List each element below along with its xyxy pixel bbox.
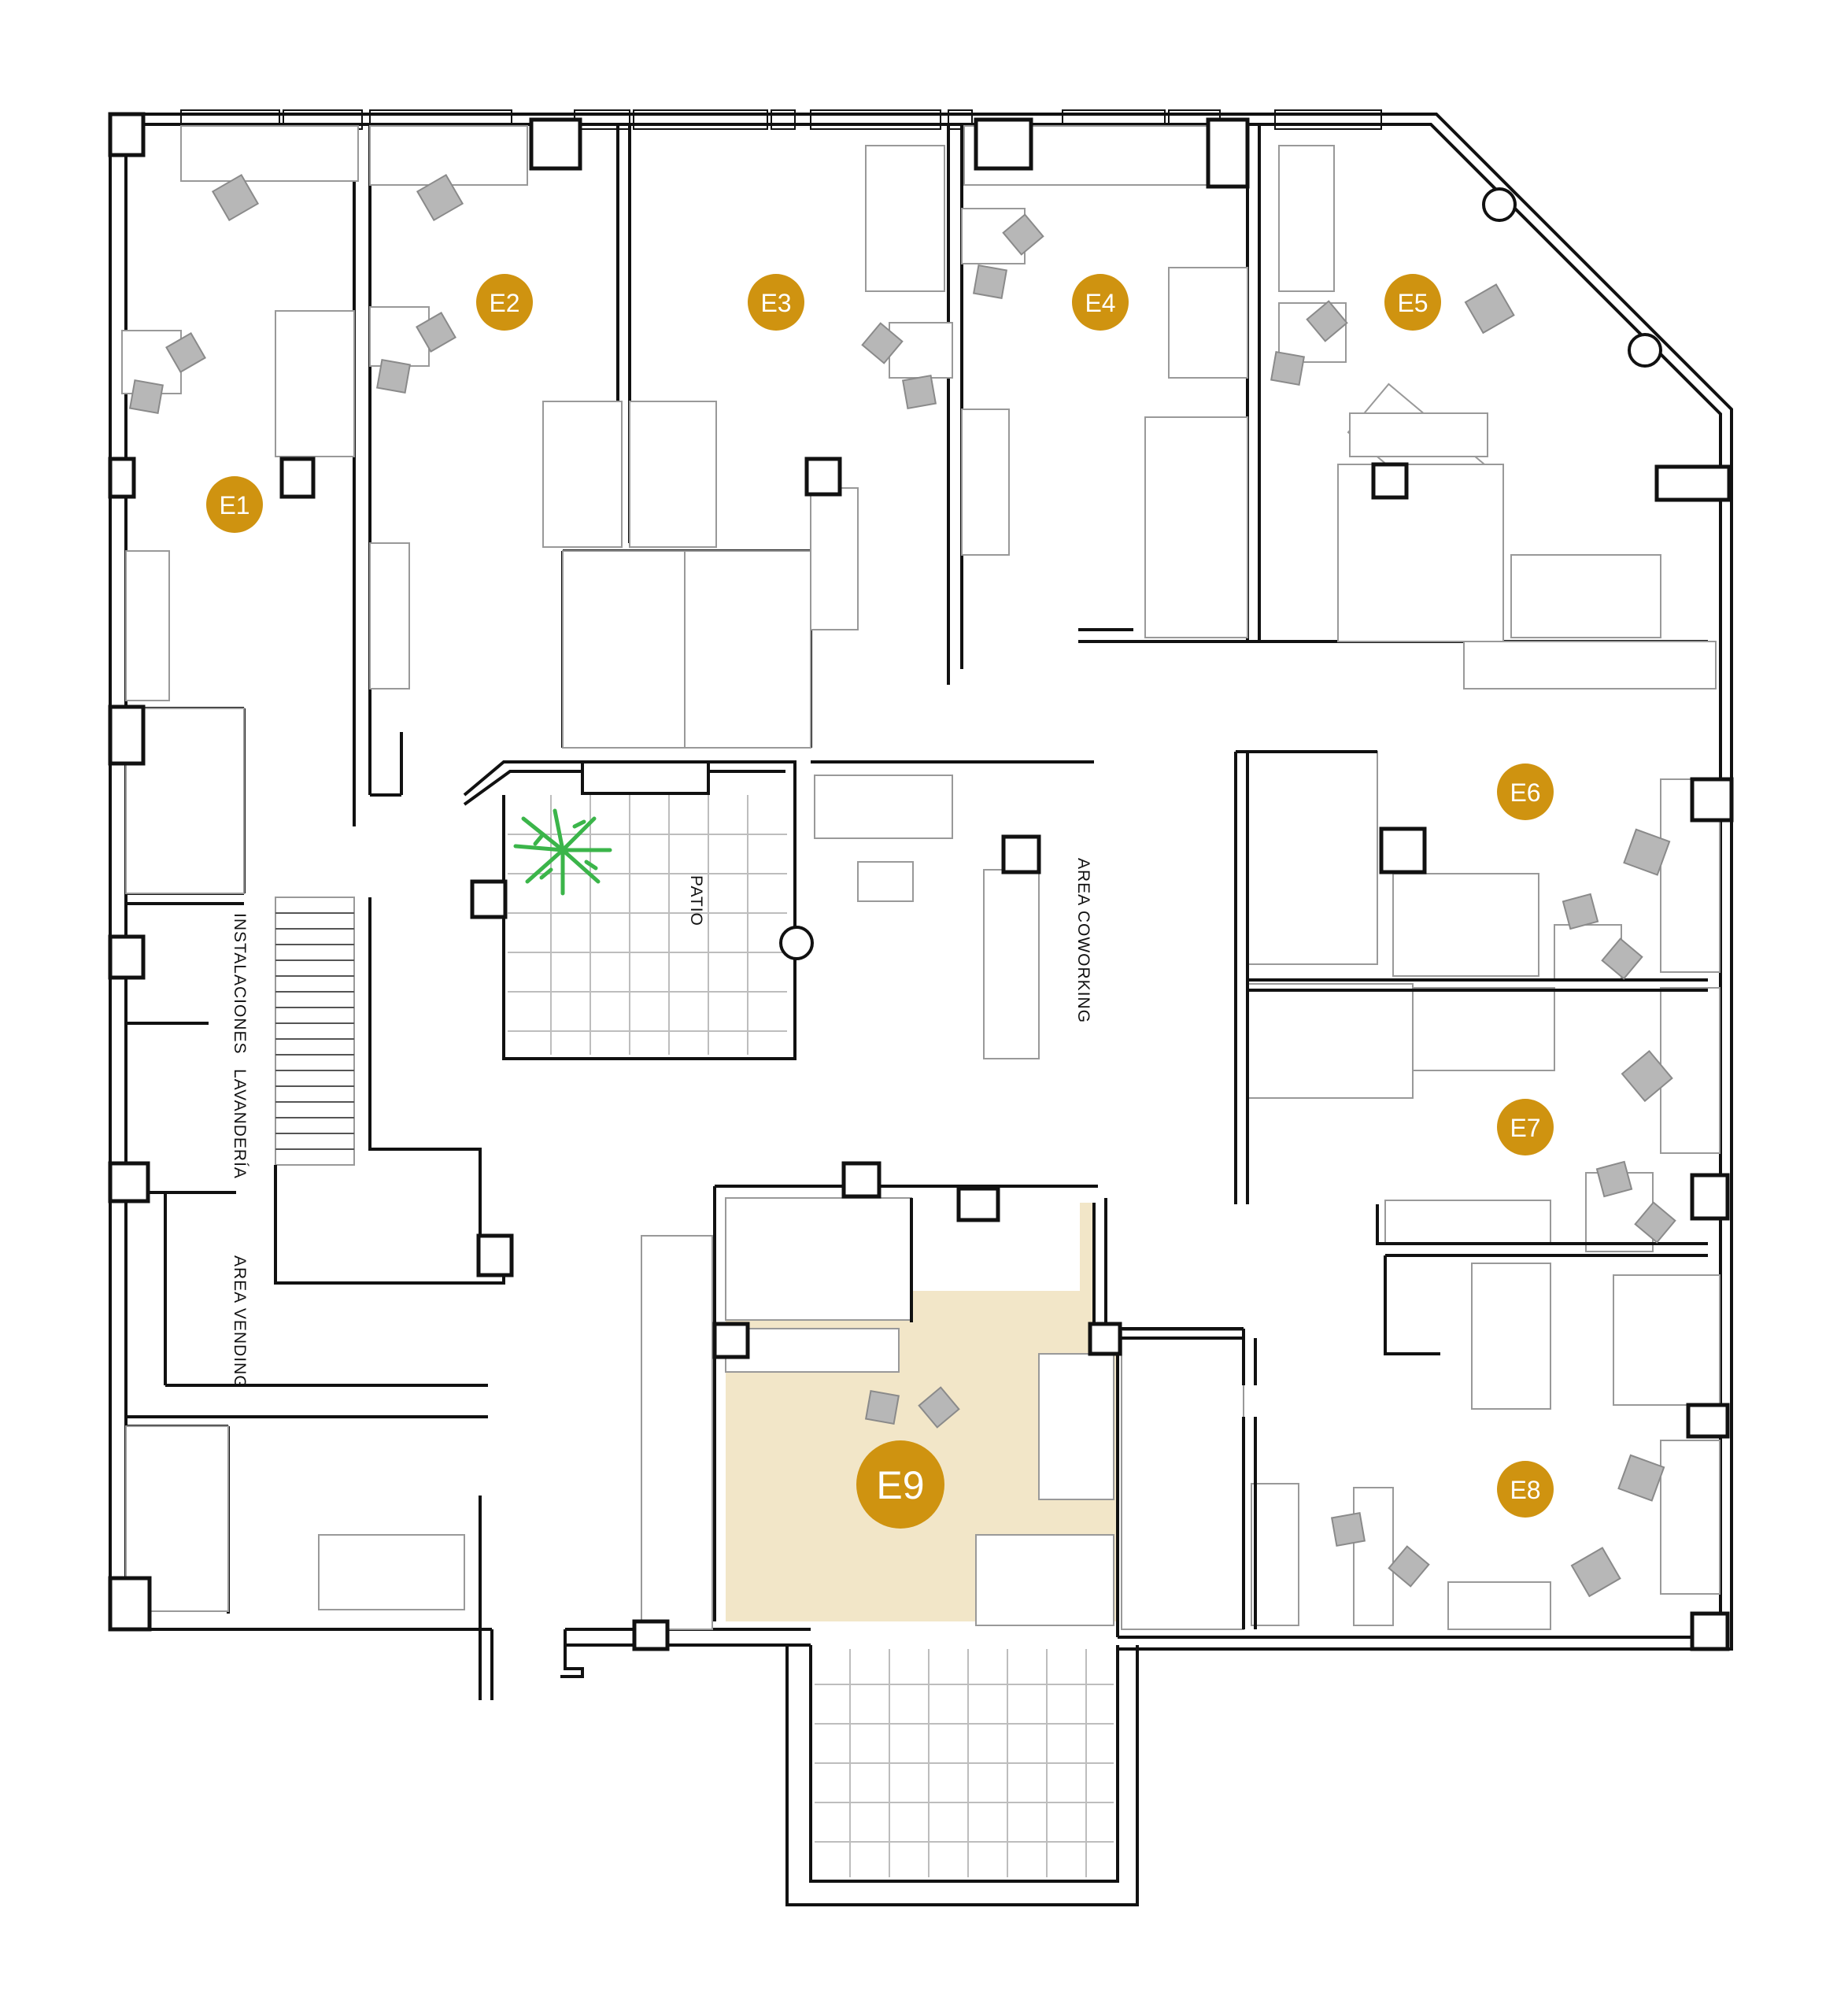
unit-badge-e9[interactable]: E9: [856, 1440, 944, 1529]
patio: [463, 760, 796, 1060]
unit-label-e9: E9: [876, 1463, 924, 1507]
unit-badge-e2[interactable]: E2: [476, 274, 533, 331]
unit-badge-e5[interactable]: E5: [1384, 274, 1441, 331]
unit-label-e8: E8: [1510, 1476, 1540, 1504]
unit-badge-e3[interactable]: E3: [748, 274, 804, 331]
label-instalaciones: INSTALACIONES: [231, 913, 249, 1054]
unit-label-e6: E6: [1510, 778, 1540, 807]
e9-balcony: [785, 1645, 1139, 1906]
area-labels: PATIO AREA COWORKING INSTALACIONES LAVAN…: [231, 858, 1092, 1389]
stairs: [274, 897, 505, 1285]
label-area-vending: AREA VENDING: [231, 1255, 249, 1389]
unit-label-e7: E7: [1510, 1114, 1540, 1142]
unit-badge-e8[interactable]: E8: [1497, 1461, 1554, 1518]
east-walls: [713, 750, 1708, 1637]
unit-label-e2: E2: [489, 289, 519, 317]
palm-plant: [513, 808, 612, 896]
round-columns: [779, 187, 1662, 960]
unit-label-e3: E3: [760, 289, 791, 317]
unit-label-e1: E1: [219, 491, 249, 519]
unit-badge-e6[interactable]: E6: [1497, 763, 1554, 820]
unit-badge-e4[interactable]: E4: [1072, 274, 1129, 331]
unit-label-e4: E4: [1085, 289, 1115, 317]
kitchenettes: [125, 409, 1717, 1626]
chairs: [128, 173, 1676, 1598]
label-area-coworking: AREA COWORKING: [1074, 858, 1092, 1023]
coworking-furniture: [811, 760, 1094, 1059]
columns: [108, 112, 1734, 1651]
label-patio: PATIO: [687, 875, 705, 926]
unit-badge-e1[interactable]: E1: [206, 476, 263, 533]
unit-label-e5: E5: [1397, 289, 1428, 317]
bathrooms: [125, 416, 1504, 1630]
label-lavanderia: LAVANDERÍA: [231, 1069, 249, 1179]
unit-badge-e7[interactable]: E7: [1497, 1099, 1554, 1155]
unit-badges: E1 E2 E3 E4 E5 E6 E7 E8: [206, 274, 1554, 1529]
